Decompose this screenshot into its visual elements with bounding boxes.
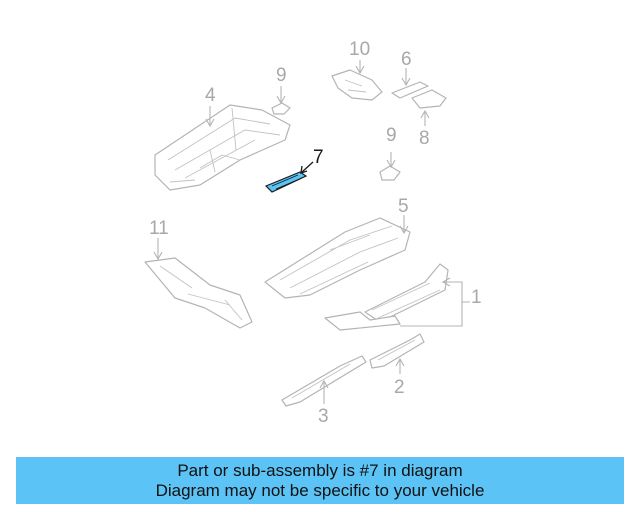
part-5-rear-floor-pan [264, 215, 411, 299]
callout-7: 7 [313, 147, 324, 168]
parts-diagram [144, 60, 470, 407]
part-11-side-rail [144, 238, 253, 329]
callout-11: 11 [149, 218, 169, 239]
callout-10: 10 [349, 39, 371, 60]
callout-9-upper: 9 [276, 65, 287, 86]
part-1-crossmember [324, 263, 470, 331]
banner-line-part: Part or sub-assembly is #7 in diagram [177, 461, 463, 480]
info-banner: Part or sub-assembly is #7 in diagram Di… [16, 457, 624, 504]
callout-2: 2 [394, 377, 405, 398]
part-10-bracket [331, 60, 383, 101]
part-9-bracket-lower [379, 152, 401, 181]
part-7-reinforcement-highlighted [264, 161, 314, 193]
part-3-rail [281, 355, 367, 407]
part-2-rail [369, 333, 425, 374]
part-8-bracket [411, 89, 447, 126]
part-9-bracket-upper [271, 86, 291, 115]
callout-3: 3 [318, 406, 329, 427]
banner-line-disclaimer: Diagram may not be specific to your vehi… [155, 481, 485, 500]
part-6-bar [391, 68, 429, 99]
callout-6: 6 [401, 49, 412, 70]
callout-5: 5 [398, 196, 409, 217]
callout-4: 4 [205, 85, 216, 106]
part-4-floor-pan [154, 104, 291, 191]
callout-1: 1 [471, 287, 482, 308]
callout-9-lower: 9 [386, 125, 397, 146]
callout-8: 8 [419, 128, 430, 149]
